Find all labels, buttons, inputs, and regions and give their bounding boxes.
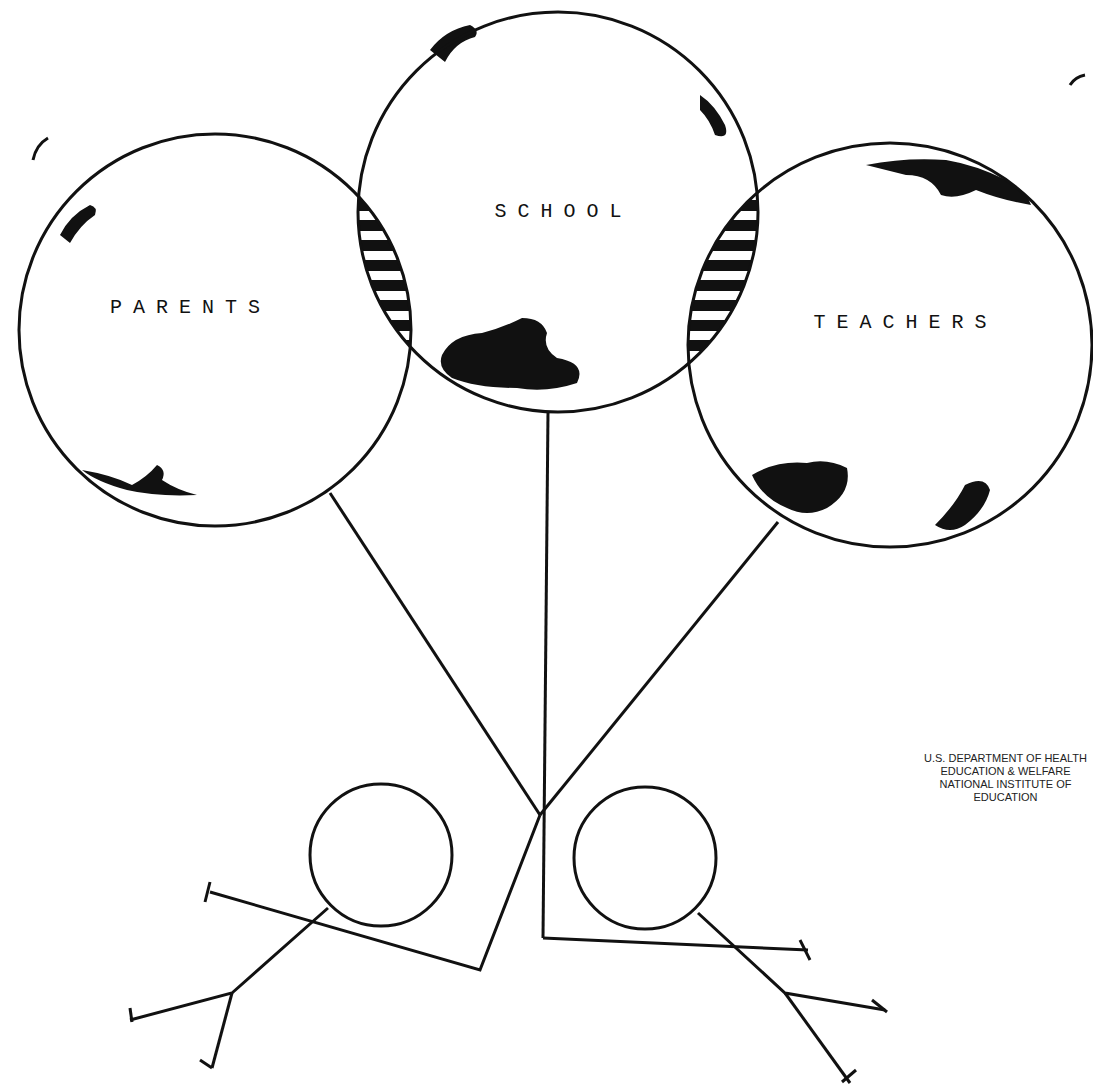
watermark-text: U.S. DEPARTMENT OF HEALTH xyxy=(924,752,1087,765)
balloon-label: SCHOOL xyxy=(483,200,632,224)
stick-figure xyxy=(130,784,887,1083)
watermark-text: NATIONAL INSTITUTE OF xyxy=(924,778,1087,791)
balloon-circle: TEACHERS xyxy=(688,143,1092,547)
balloon-label: TEACHERS xyxy=(802,311,997,335)
balloon-label: PARENTS xyxy=(99,296,271,320)
balloon-circle: SCHOOL xyxy=(358,12,758,412)
overlap-hatch xyxy=(688,143,1092,547)
balloon-outline xyxy=(19,134,411,526)
overlap-hatch xyxy=(19,134,411,526)
watermark-block: U.S. DEPARTMENT OF HEALTHEDUCATION & WEL… xyxy=(924,752,1087,804)
watermark-text: EDUCATION & WELFARE xyxy=(924,765,1087,778)
land-blotch xyxy=(60,25,1031,530)
balloon-outline xyxy=(688,143,1092,547)
balloon-circle: PARENTS xyxy=(19,134,411,526)
watermark-text: EDUCATION xyxy=(924,791,1087,804)
balloon-string xyxy=(330,412,778,938)
